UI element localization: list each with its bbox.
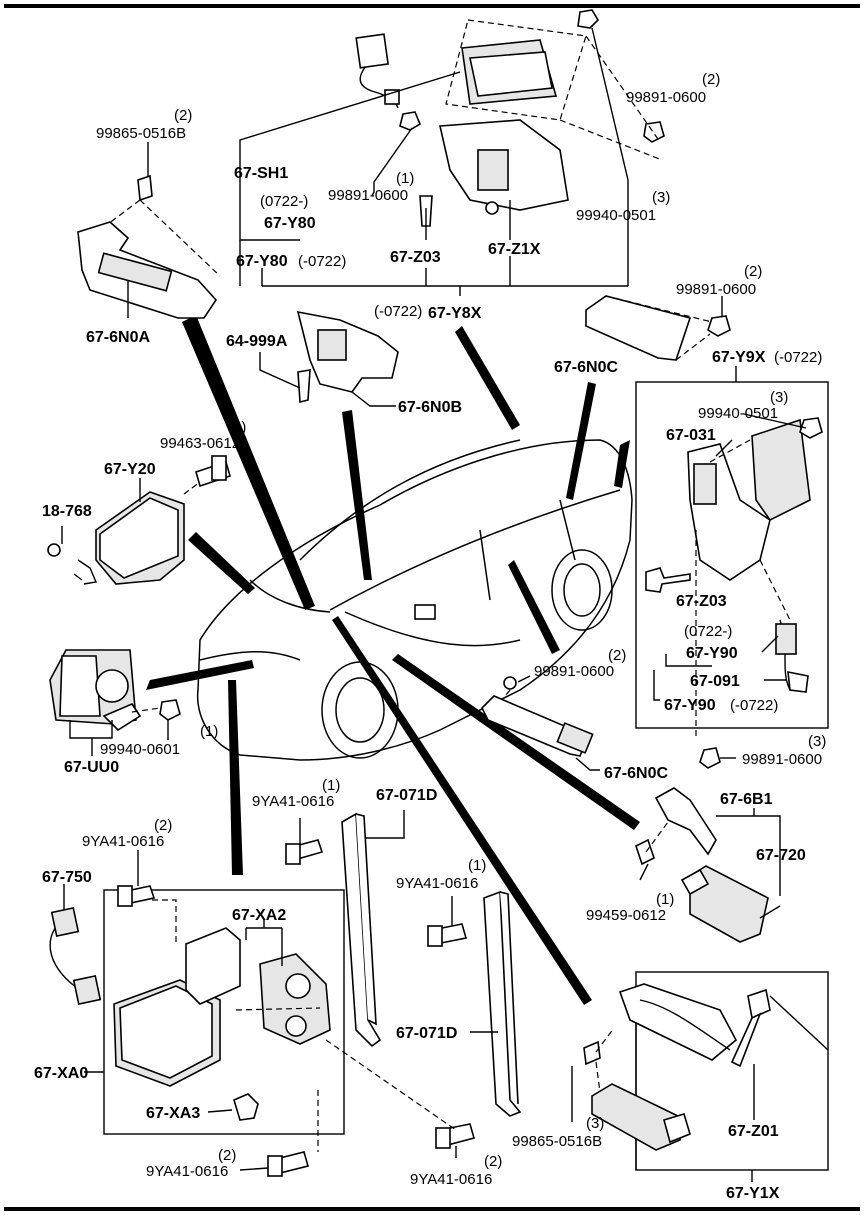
label-64-999a: 64-999A	[226, 333, 288, 350]
label-67-6n0c-mid: 67-6N0C	[604, 765, 668, 782]
label-67-y1x: 67-Y1X	[726, 1185, 780, 1202]
label-67-091: 67-091	[690, 673, 740, 690]
bracket-6n0b	[259, 310, 399, 407]
label-9ya41-0616-e: 9YA41-0616	[410, 1171, 492, 1188]
label-67-6n0a: 67-6N0A	[86, 329, 150, 346]
labels: (2) 99865-0516B 67-SH1 (0722-) 67-Y80 67…	[34, 71, 826, 1202]
y9x-box	[635, 366, 829, 769]
label-67-y9x: 67-Y9X	[712, 349, 766, 366]
strap-071d-bot	[427, 890, 522, 1158]
qty-99865-bot: (3)	[586, 1115, 604, 1132]
label-9ya41-0616-b: 9YA41-0616	[82, 833, 164, 850]
label-99459-0612: 99459-0612	[586, 907, 666, 924]
label-67-y80: 67-Y80	[264, 215, 316, 232]
y1x-box	[571, 971, 829, 1182]
label-67-6b1: 67-6B1	[720, 791, 773, 808]
label-9ya41-0616-d: 9YA41-0616	[146, 1163, 228, 1180]
label-99891-0600-tr: 99891-0600	[626, 89, 706, 106]
label-99940-0501-box: 99940-0501	[698, 405, 778, 422]
label-99865-0516b-top: 99865-0516B	[96, 125, 186, 142]
label-67-y20: 67-Y20	[104, 461, 156, 478]
label-m0722-a: (-0722)	[298, 253, 346, 270]
label-67-z01: 67-Z01	[728, 1123, 779, 1140]
label-67-z1x: 67-Z1X	[488, 241, 541, 258]
qty-99891-bot: (3)	[808, 733, 826, 750]
label-67-720: 67-720	[756, 847, 806, 864]
label-9ya41-0616-a: 9YA41-0616	[252, 793, 334, 810]
label-99891-0600-mid: 99891-0600	[328, 187, 408, 204]
label-m0722-b: (-0722)	[374, 303, 422, 320]
label-0722-b: (0722-)	[684, 623, 732, 640]
label-9ya41-0616-c: 9YA41-0616	[396, 875, 478, 892]
label-99940-0601: 99940-0601	[100, 741, 180, 758]
label-67-y8x: 67-Y8X	[428, 305, 482, 322]
label-67-z03-box: 67-Z03	[676, 593, 727, 610]
label-67-uu0: 67-UU0	[64, 759, 119, 776]
label-67-031: 67-031	[666, 427, 716, 444]
label-m0722-d: (-0722)	[730, 697, 778, 714]
qty-99463: (2)	[228, 419, 246, 436]
module-uu0	[49, 649, 181, 756]
label-99891-0600-r: 99891-0600	[676, 281, 756, 298]
label-99891-0600-bot: 99891-0600	[742, 751, 822, 768]
label-67-071d-top: 67-071D	[376, 787, 437, 804]
label-99891-0600-car: 99891-0600	[534, 663, 614, 680]
label-67-750: 67-750	[42, 869, 92, 886]
bracket-6n0a	[77, 142, 221, 319]
qty-99891-mid: (1)	[396, 170, 414, 187]
qty-99459: (1)	[656, 891, 674, 908]
qty-9ya41-b: (2)	[154, 817, 172, 834]
qty-99940-0601: (1)	[200, 723, 218, 740]
label-m0722-c: (-0722)	[774, 349, 822, 366]
qty-9ya41-d: (2)	[218, 1147, 236, 1164]
label-67-sh1: 67-SH1	[234, 165, 288, 182]
label-67-071d-bot: 67-071D	[396, 1025, 457, 1042]
location-arrows	[146, 315, 640, 1005]
qty-9ya41-e: (2)	[484, 1153, 502, 1170]
module-6n0c-top	[585, 295, 731, 361]
label-18-768: 18-768	[42, 503, 92, 520]
label-99463-0612: 99463-0612	[160, 435, 240, 452]
module-6n0c-mid	[481, 675, 600, 771]
label-67-6n0b: 67-6N0B	[398, 399, 462, 416]
qty-9ya41-a: (1)	[322, 777, 340, 794]
module-y20	[47, 455, 231, 585]
label-67-z03-top: 67-Z03	[390, 249, 441, 266]
label-67-xa0: 67-XA0	[34, 1065, 88, 1082]
qty-99891-r: (2)	[744, 263, 762, 280]
label-99865-0516b-bot: 99865-0516B	[512, 1133, 602, 1150]
y8x-assembly	[239, 9, 665, 296]
qty-99865-top: (2)	[174, 107, 192, 124]
module-6b1-720	[635, 787, 781, 943]
label-99940-0501-top: 99940-0501	[576, 207, 656, 224]
label-67-xa3: 67-XA3	[146, 1105, 200, 1122]
qty-99940-top: (3)	[652, 189, 670, 206]
label-67-y80-0722: 67-Y80	[236, 253, 288, 270]
xa0-box	[49, 850, 457, 1177]
qty-99891-tr: (2)	[702, 71, 720, 88]
label-67-6n0c-top: 67-6N0C	[554, 359, 618, 376]
strap-071d-top	[285, 810, 405, 1048]
label-67-y90-0722: 67-Y90	[664, 697, 716, 714]
qty-9ya41-c: (1)	[468, 857, 486, 874]
label-0722-a: (0722-)	[260, 193, 308, 210]
label-67-xa2: 67-XA2	[232, 907, 286, 924]
qty-99940-box: (3)	[770, 389, 788, 406]
label-67-y90: 67-Y90	[686, 645, 738, 662]
qty-99891-car: (2)	[608, 647, 626, 664]
